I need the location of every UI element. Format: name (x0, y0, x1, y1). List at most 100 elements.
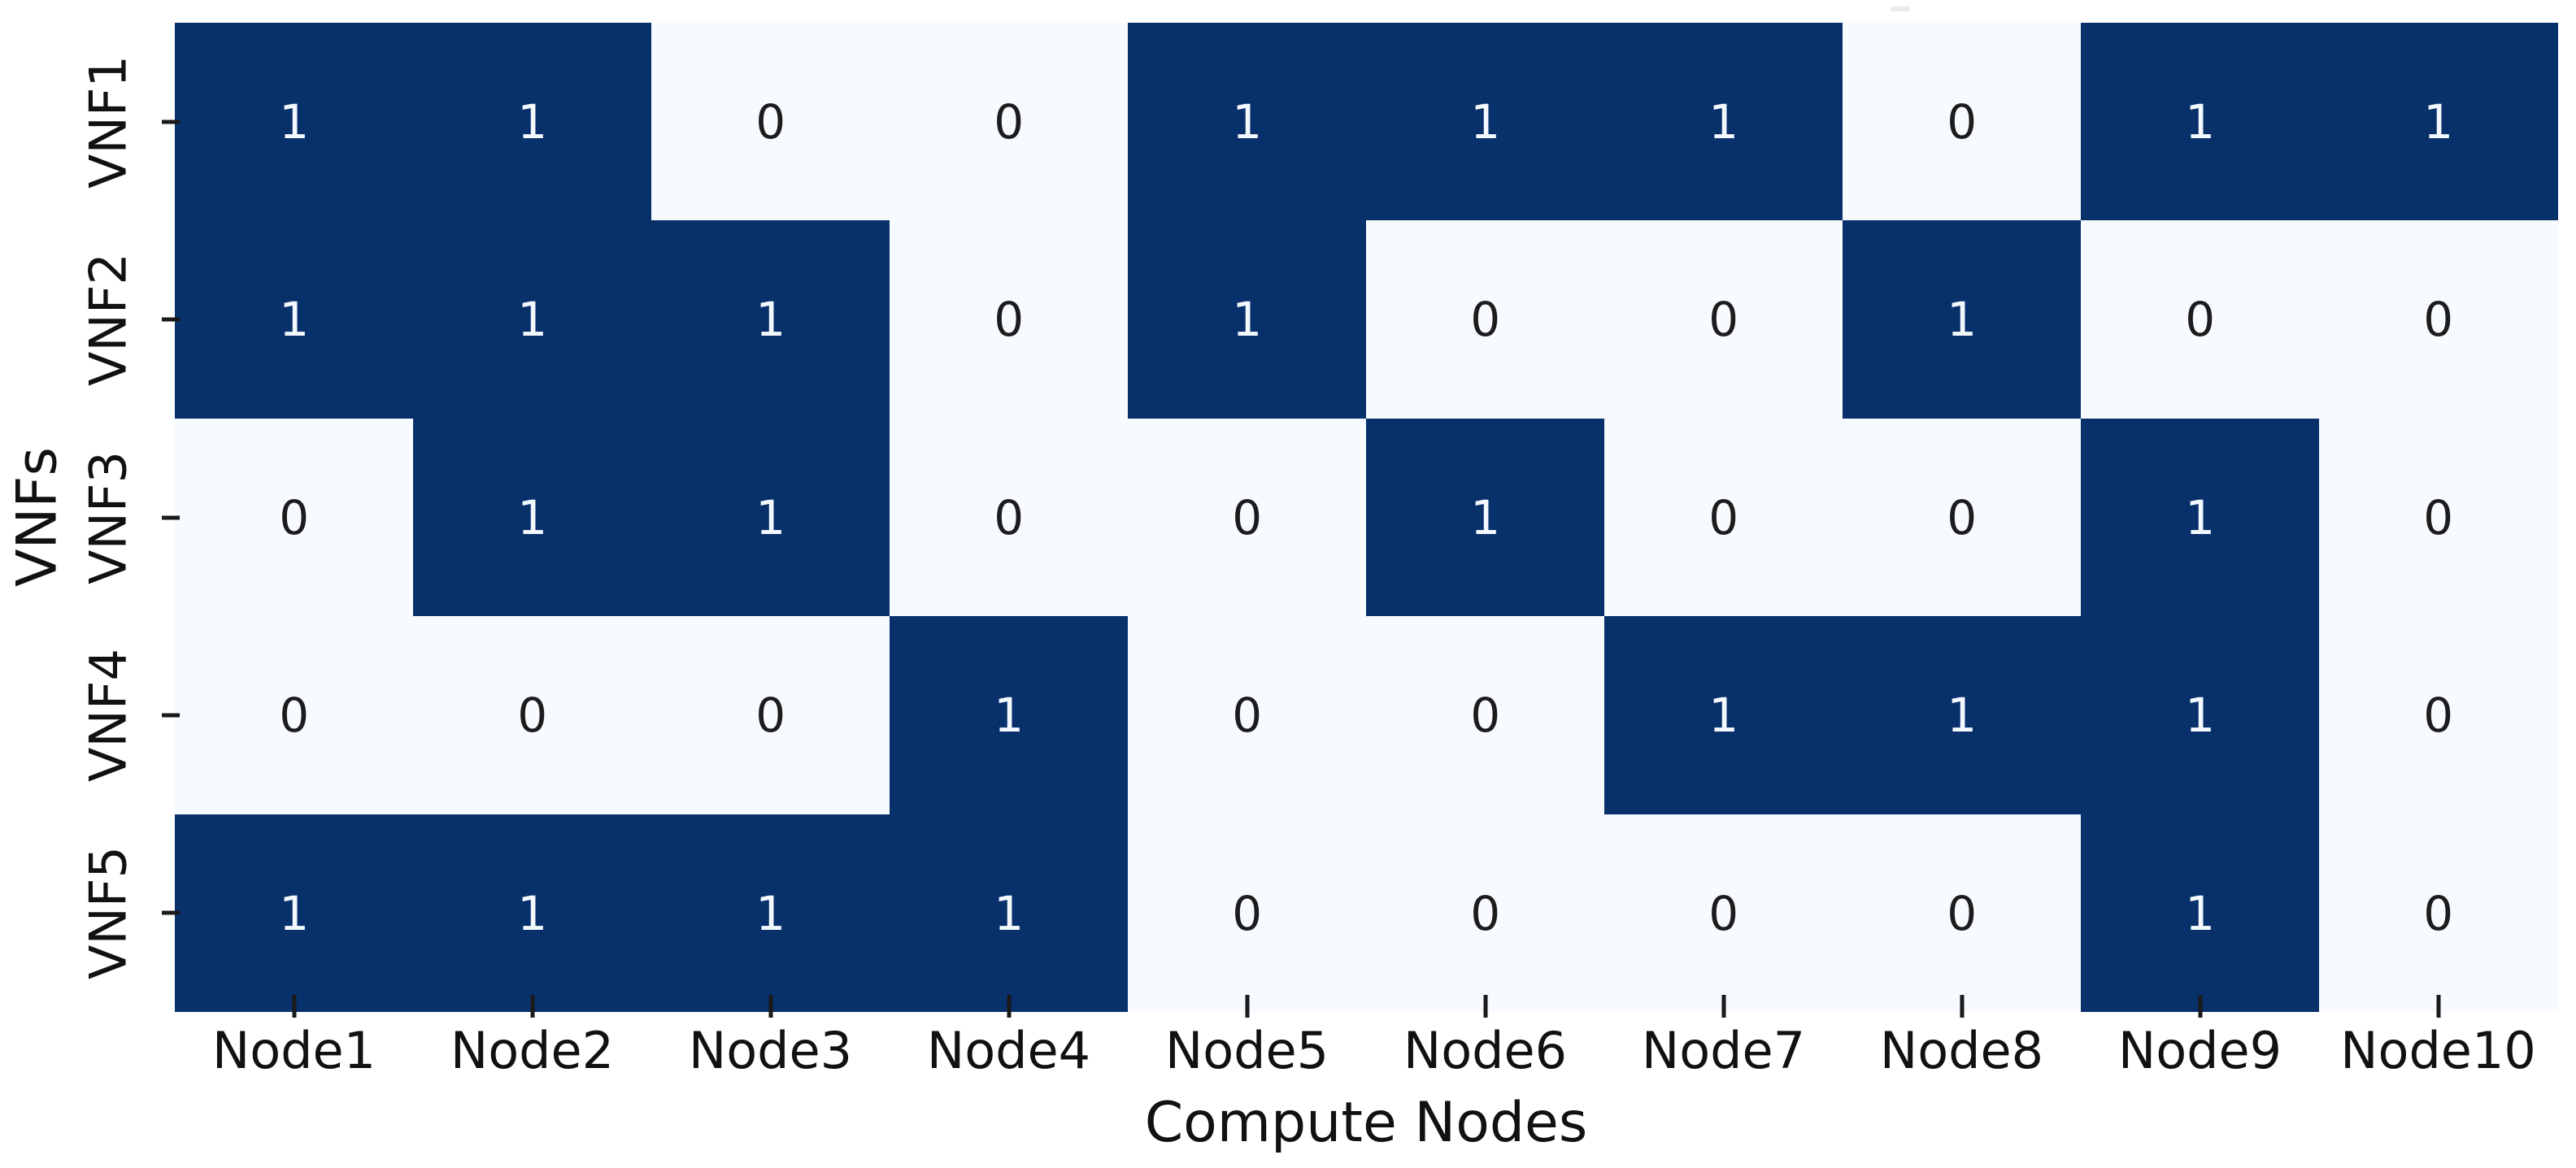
x-tick-label: Node10 (2340, 1021, 2536, 1080)
heatmap-cell: 0 (2081, 220, 2320, 419)
cell-value: 0 (279, 489, 310, 545)
heatmap-cell: 0 (651, 616, 890, 815)
x-tick-mark (292, 995, 296, 1018)
cell-value: 0 (279, 688, 310, 744)
cell-value: 0 (2423, 885, 2454, 941)
cell-value: 0 (1232, 489, 1263, 545)
x-tick-mark (1960, 995, 1964, 1018)
x-tick-label: Node9 (2117, 1021, 2282, 1080)
y-tick-label: VNF4 (78, 648, 138, 782)
heatmap-cell: 0 (2319, 418, 2558, 617)
heatmap-cell: 1 (2319, 23, 2558, 221)
cell-value: 0 (994, 489, 1025, 545)
x-tick-mark (1483, 995, 1487, 1018)
cell-value: 0 (2423, 688, 2454, 744)
x-tick-label: Node1 (211, 1021, 376, 1080)
heatmap-cell: 1 (413, 220, 652, 419)
cell-value: 1 (2185, 885, 2216, 941)
heatmap-cell: 1 (1843, 616, 2082, 815)
y-tick-label: VNF2 (78, 253, 138, 387)
x-tick-mark (768, 995, 772, 1018)
heatmap-cell: 1 (175, 814, 414, 1013)
heatmap-cell: 0 (1604, 220, 1843, 419)
cell-value: 0 (1708, 489, 1739, 545)
cell-value: 1 (517, 885, 548, 941)
cell-value: 0 (1470, 688, 1501, 744)
heatmap-cell: 1 (1366, 418, 1605, 617)
y-tick-mark (162, 119, 180, 124)
x-tick-mark (2198, 995, 2202, 1018)
x-tick-mark (1721, 995, 1725, 1018)
heatmap-cell: 1 (1366, 23, 1605, 221)
cell-value: 1 (755, 885, 786, 941)
cell-value: 0 (994, 93, 1025, 150)
heatmap-cell: 1 (413, 814, 652, 1013)
heatmap-cell: 1 (1843, 220, 2082, 419)
heatmap-cell: 0 (1843, 418, 2082, 617)
cell-value: 1 (517, 93, 548, 150)
x-tick-label: Node5 (1164, 1021, 1329, 1080)
cell-value: 0 (2423, 292, 2454, 348)
heatmap-cell: 1 (890, 616, 1129, 815)
cell-value: 0 (755, 688, 786, 744)
x-tick-mark (1245, 995, 1249, 1018)
x-tick-mark (530, 995, 534, 1018)
heatmap-cell: 1 (2081, 418, 2320, 617)
cell-value: 0 (1470, 292, 1501, 348)
heatmap-cell: 1 (1128, 220, 1367, 419)
cell-value: 1 (2423, 93, 2454, 150)
heatmap-cell: 1 (413, 418, 652, 617)
x-axis-title: Compute Nodes (1144, 1091, 1588, 1155)
heatmap-cell: 1 (413, 23, 652, 221)
cell-value: 1 (279, 93, 310, 150)
heatmap-cell: 0 (2319, 814, 2558, 1013)
heatmap-cell: 1 (2081, 616, 2320, 815)
cell-value: 0 (994, 292, 1025, 348)
x-tick-mark (1007, 995, 1011, 1018)
cell-value: 1 (279, 885, 310, 941)
cell-value: 1 (994, 885, 1025, 941)
heatmap-cell: 0 (2319, 616, 2558, 815)
heatmap-cell: 0 (175, 418, 414, 617)
cell-value: 1 (2185, 93, 2216, 150)
heatmap-cell: 0 (2319, 220, 2558, 419)
heatmap-cell: 1 (651, 418, 890, 617)
heatmap-cell: 0 (1366, 616, 1605, 815)
x-tick-label: Node7 (1641, 1021, 1806, 1080)
heatmap-cell: 0 (1366, 220, 1605, 419)
cell-value: 0 (755, 93, 786, 150)
heatmap-cell: 0 (413, 616, 652, 815)
cell-value: 1 (2185, 688, 2216, 744)
x-tick-label: Node6 (1403, 1021, 1568, 1080)
cell-value: 1 (755, 292, 786, 348)
cell-value: 1 (517, 292, 548, 348)
cell-value: 0 (2185, 292, 2216, 348)
cell-value: 1 (2185, 489, 2216, 545)
cell-value: 0 (1232, 688, 1263, 744)
heatmap-cell: 1 (2081, 814, 2320, 1013)
heatmap-cell: 0 (1128, 616, 1367, 815)
heatmap-cell: 1 (1128, 23, 1367, 221)
y-tick-mark (162, 317, 180, 322)
cell-value: 0 (1470, 885, 1501, 941)
cell-value: 0 (1947, 93, 1978, 150)
x-tick-label: Node4 (926, 1021, 1091, 1080)
cell-value: 0 (1232, 885, 1263, 941)
y-tick-label: VNF3 (78, 450, 138, 584)
heatmap-cell: 0 (1843, 814, 2082, 1013)
y-tick-mark (162, 713, 180, 718)
cell-value: 1 (994, 688, 1025, 744)
cell-value: 1 (1470, 93, 1501, 150)
cell-value: 1 (1708, 93, 1739, 150)
cell-value: 0 (1947, 489, 1978, 545)
cell-value: 0 (2423, 489, 2454, 545)
heatmap-cell: 1 (2081, 23, 2320, 221)
x-tick-label: Node2 (450, 1021, 615, 1080)
heatmap-cell: 0 (1128, 814, 1367, 1013)
heatmap-cell: 0 (890, 418, 1129, 617)
cell-value: 1 (279, 292, 310, 348)
heatmap-cell: 0 (651, 23, 890, 221)
heatmap-cell: 0 (1843, 23, 2082, 221)
heatmap-cell: 0 (1604, 814, 1843, 1013)
